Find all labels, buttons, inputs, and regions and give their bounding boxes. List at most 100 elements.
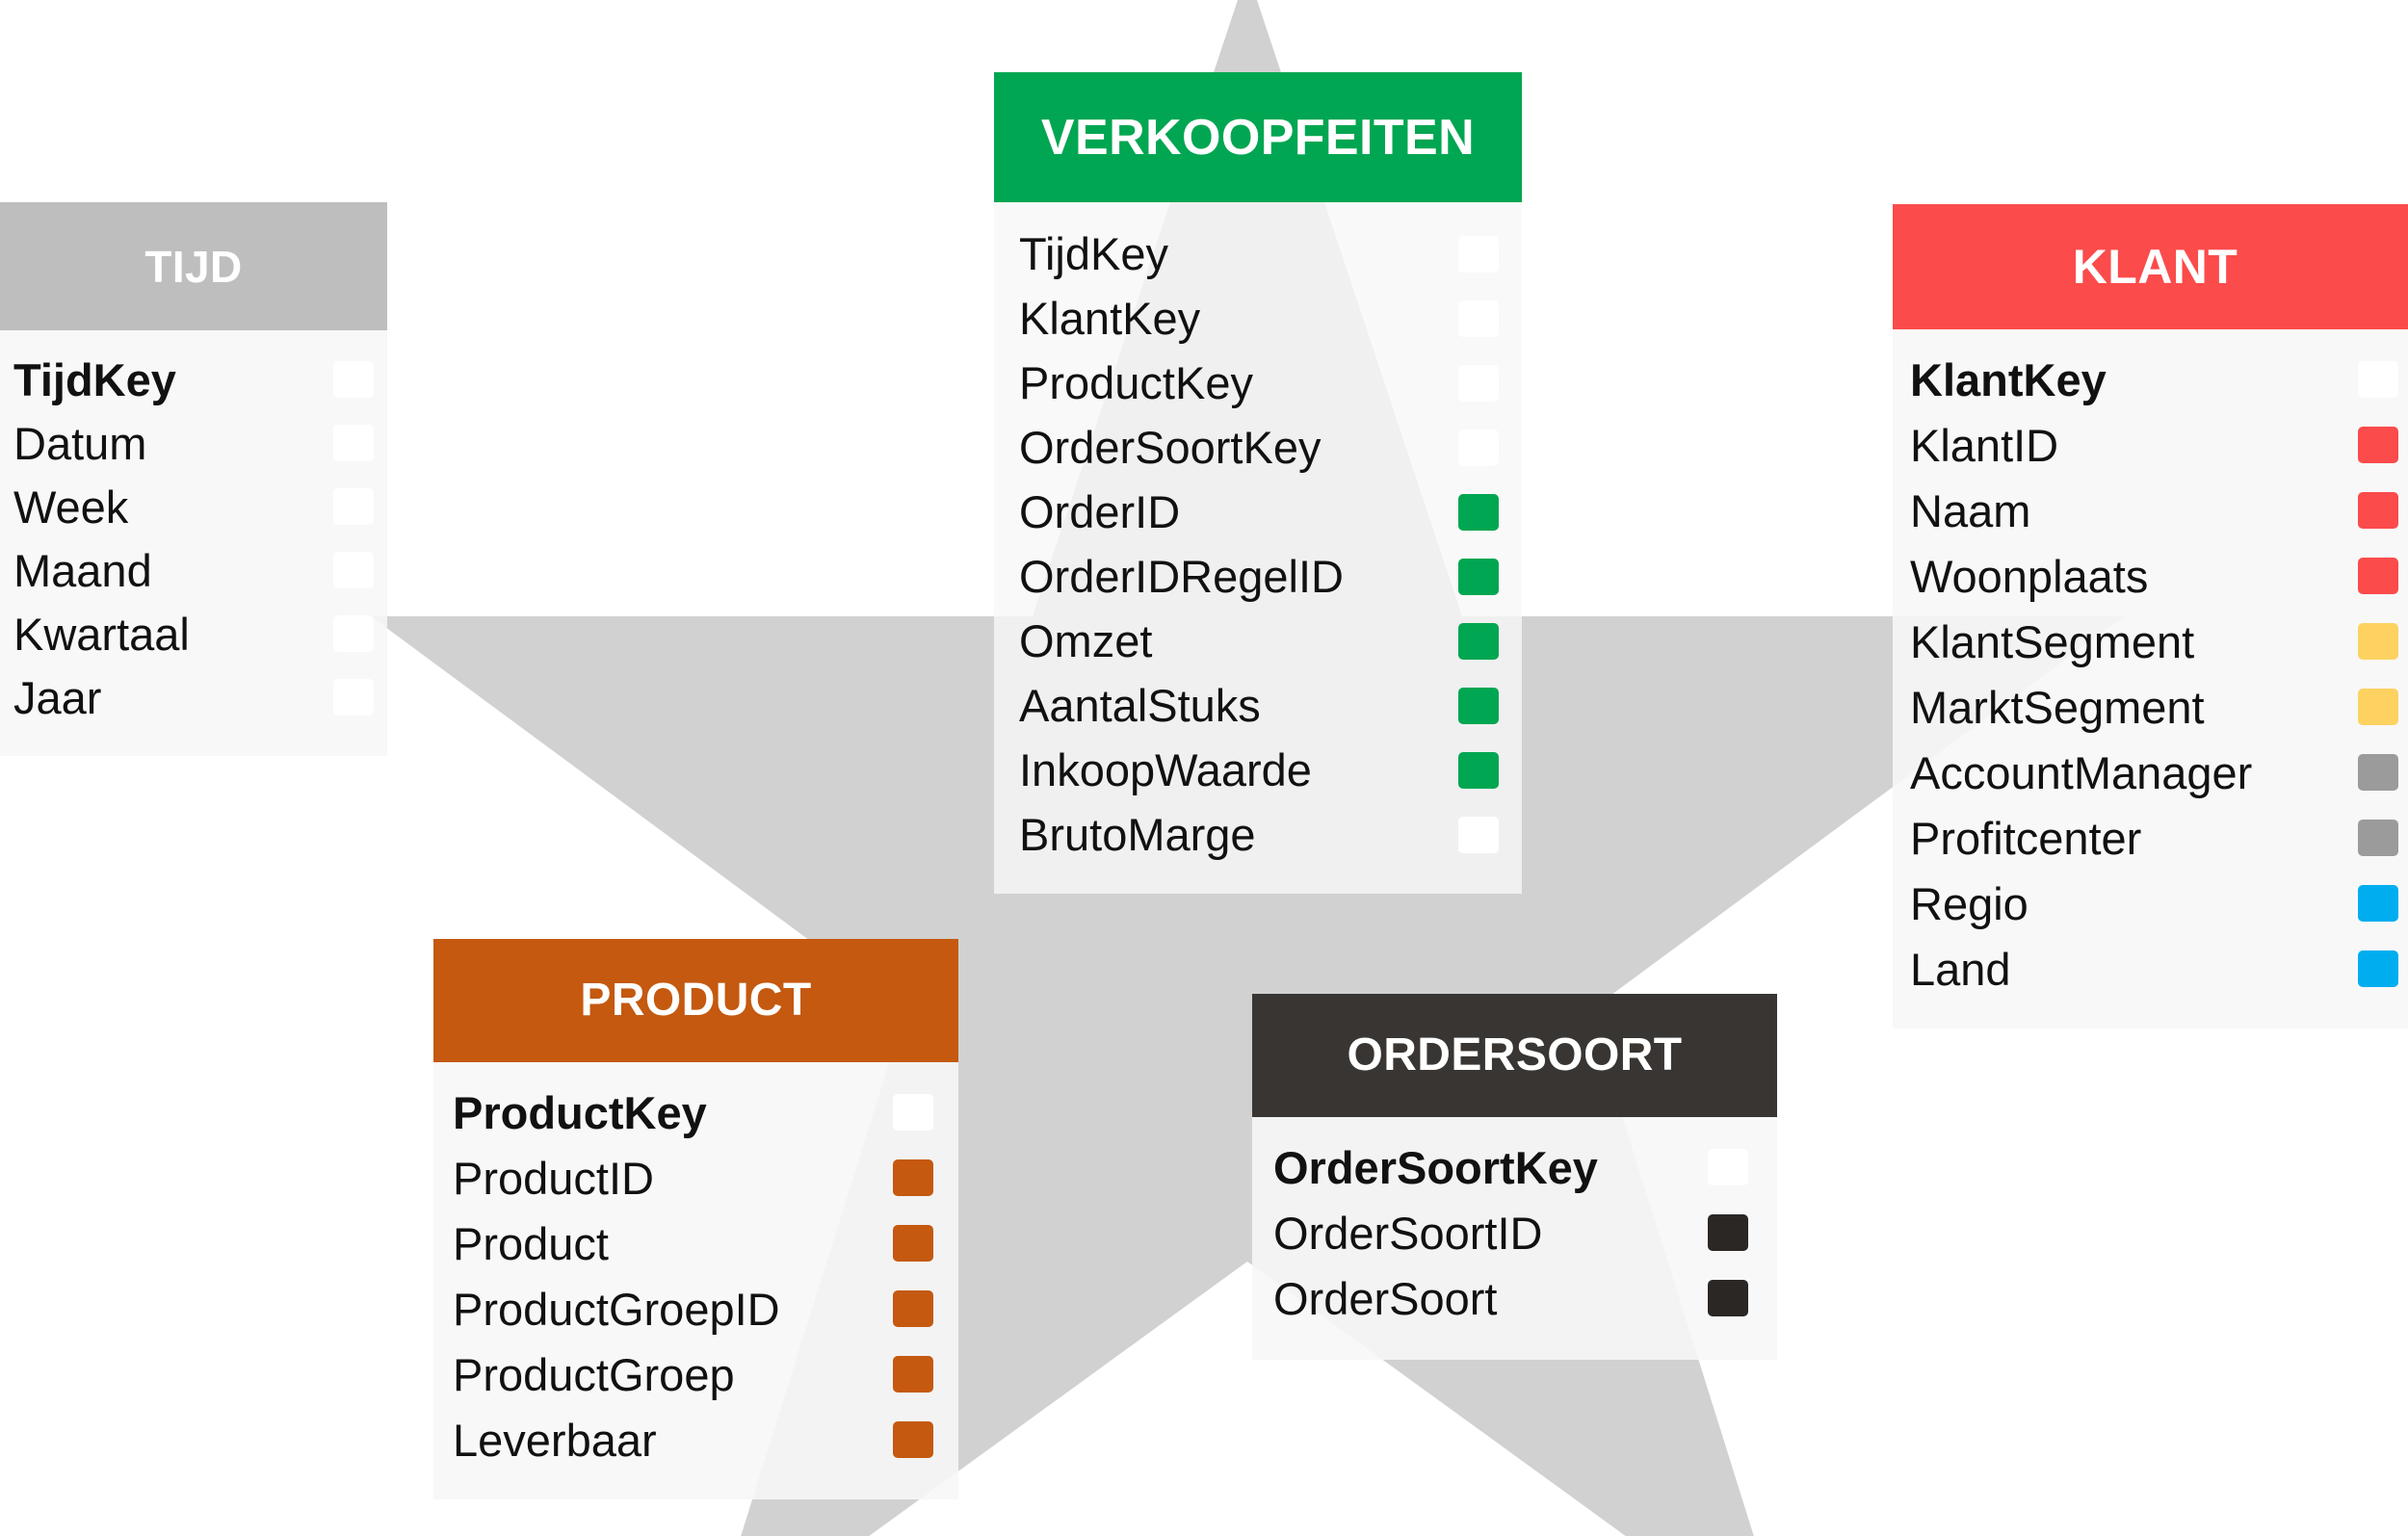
- table-row[interactable]: Week: [0, 475, 387, 538]
- table-header-product: PRODUCT: [433, 939, 958, 1062]
- field-label: Week: [13, 481, 129, 533]
- table-row[interactable]: Leverbaar: [433, 1407, 958, 1472]
- table-header-tijd: TIJD: [0, 202, 387, 330]
- field-label: AantalStuks: [1019, 680, 1261, 731]
- color-swatch-icon: [2358, 427, 2398, 463]
- field-label: OrderSoortID: [1273, 1207, 1543, 1259]
- color-swatch-icon: [1708, 1149, 1748, 1185]
- color-swatch-icon: [2358, 361, 2398, 398]
- table-row[interactable]: OrderSoortKey: [994, 415, 1522, 480]
- field-label: KlantID: [1910, 419, 2059, 471]
- color-swatch-icon: [1458, 622, 1499, 660]
- table-row[interactable]: Maand: [0, 538, 387, 602]
- color-swatch-icon: [893, 1225, 933, 1262]
- table-row[interactable]: AccountManager: [1893, 740, 2408, 805]
- color-swatch-icon: [2358, 558, 2398, 594]
- color-swatch-icon: [333, 488, 374, 525]
- table-row[interactable]: KlantSegment: [1893, 609, 2408, 674]
- table-header-klant: KLANT: [1893, 204, 2408, 329]
- field-label: Omzet: [1019, 615, 1153, 666]
- table-row[interactable]: InkoopWaarde: [994, 738, 1522, 802]
- table-row[interactable]: ProductGroepID: [433, 1276, 958, 1341]
- table-row[interactable]: Naam: [1893, 478, 2408, 543]
- table-row[interactable]: OrderID: [994, 480, 1522, 544]
- color-swatch-icon: [2358, 950, 2398, 987]
- color-swatch-icon: [1708, 1214, 1748, 1251]
- table-row[interactable]: Omzet: [994, 609, 1522, 673]
- table-header-verkoopfeiten: VERKOOPFEITEN: [994, 72, 1522, 202]
- table-row[interactable]: Woonplaats: [1893, 543, 2408, 609]
- color-swatch-icon: [2358, 885, 2398, 922]
- table-row[interactable]: Jaar: [0, 665, 387, 729]
- table-row[interactable]: KlantKey: [1893, 347, 2408, 412]
- color-swatch-icon: [333, 361, 374, 398]
- table-row[interactable]: ProductID: [433, 1145, 958, 1211]
- color-swatch-icon: [893, 1159, 933, 1196]
- table-row[interactable]: Regio: [1893, 871, 2408, 936]
- table-row[interactable]: Kwartaal: [0, 602, 387, 665]
- color-swatch-icon: [1458, 687, 1499, 724]
- color-swatch-icon: [1458, 299, 1499, 337]
- table-header-ordersoort: ORDERSOORT: [1252, 994, 1777, 1117]
- primary-key-label: OrderSoortKey: [1273, 1141, 1598, 1193]
- color-swatch-icon: [1708, 1280, 1748, 1316]
- table-title-klant: KLANT: [2072, 240, 2238, 294]
- color-swatch-icon: [2358, 820, 2398, 856]
- table-row[interactable]: TijdKey: [0, 348, 387, 411]
- field-label: KlantKey: [1019, 293, 1201, 344]
- color-swatch-icon: [1458, 235, 1499, 273]
- field-label: MarktSegment: [1910, 681, 2205, 733]
- color-swatch-icon: [1458, 364, 1499, 402]
- primary-key-label: KlantKey: [1910, 353, 2107, 405]
- color-swatch-icon: [893, 1094, 933, 1131]
- field-label: Regio: [1910, 877, 2028, 929]
- field-label: AccountManager: [1910, 746, 2253, 798]
- table-row[interactable]: Profitcenter: [1893, 805, 2408, 871]
- table-row[interactable]: OrderSoortID: [1252, 1200, 1777, 1265]
- field-label: BrutoMarge: [1019, 809, 1256, 860]
- table-title-product: PRODUCT: [580, 975, 812, 1026]
- color-swatch-icon: [333, 552, 374, 588]
- table-row[interactable]: BrutoMarge: [994, 802, 1522, 867]
- field-label: Naam: [1910, 484, 2031, 536]
- field-label: Product: [453, 1217, 609, 1269]
- table-row[interactable]: KlantKey: [994, 286, 1522, 351]
- table-row[interactable]: Land: [1893, 936, 2408, 1002]
- color-swatch-icon: [893, 1421, 933, 1458]
- table-row[interactable]: TijdKey: [994, 221, 1522, 286]
- field-label: ProductKey: [1019, 357, 1253, 408]
- table-row[interactable]: ProductKey: [433, 1080, 958, 1145]
- field-label: Leverbaar: [453, 1414, 657, 1466]
- field-label: KlantSegment: [1910, 615, 2195, 667]
- table-row[interactable]: OrderSoort: [1252, 1265, 1777, 1331]
- table-row[interactable]: Datum: [0, 411, 387, 475]
- table-row[interactable]: Product: [433, 1211, 958, 1276]
- table-row[interactable]: MarktSegment: [1893, 674, 2408, 740]
- field-label: Maand: [13, 544, 152, 596]
- table-row[interactable]: ProductKey: [994, 351, 1522, 415]
- table-title-tijd: TIJD: [144, 241, 243, 292]
- table-row[interactable]: OrderSoortKey: [1252, 1134, 1777, 1200]
- primary-key-label: ProductKey: [453, 1086, 707, 1138]
- color-swatch-icon: [1458, 493, 1499, 531]
- color-swatch-icon: [893, 1356, 933, 1393]
- field-label: OrderIDRegelID: [1019, 551, 1344, 602]
- color-swatch-icon: [2358, 492, 2398, 529]
- table-row[interactable]: ProductGroep: [433, 1341, 958, 1407]
- table-row[interactable]: KlantID: [1893, 412, 2408, 478]
- table-row[interactable]: AantalStuks: [994, 673, 1522, 738]
- table-row[interactable]: OrderIDRegelID: [994, 544, 1522, 609]
